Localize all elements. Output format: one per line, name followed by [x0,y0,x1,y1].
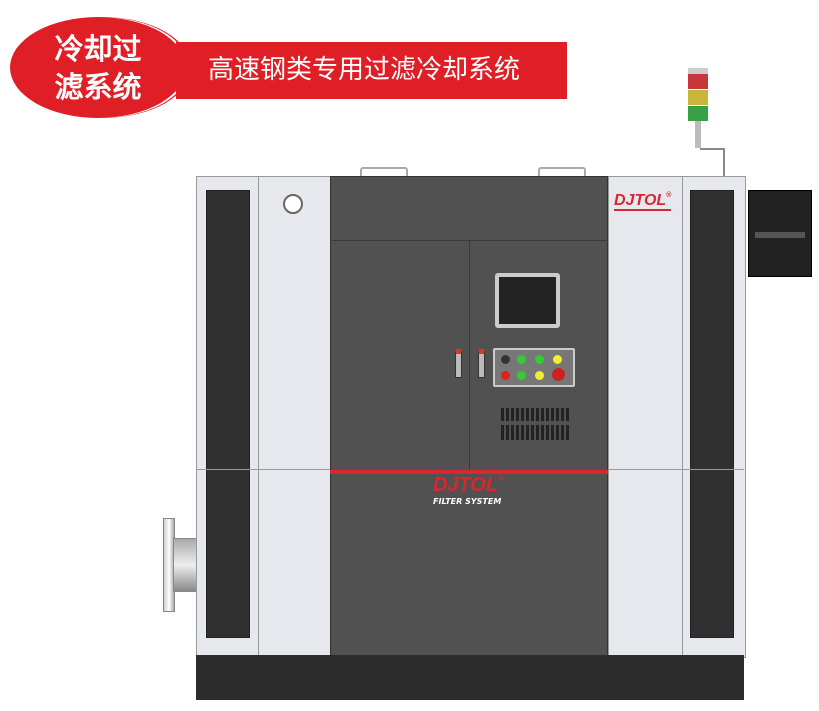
door-latch [478,349,485,378]
brand-text: DJTOL [614,192,667,209]
registered-mark: ® [666,192,672,199]
pressure-gauge-icon [283,194,303,214]
right-panel [608,176,684,658]
category-badge: 冷却过 滤系统 [10,17,186,118]
front-logo: DJTOL® [433,474,505,496]
touch-screen [495,273,560,328]
button-panel [493,348,575,387]
side-logo: DJTOL® [614,192,672,211]
front-subtitle: FILTER SYSTEM [433,497,502,506]
banner-title: 高速钢类专用过滤冷却系统 [208,55,521,85]
badge-line-1: 冷却过 [54,31,142,66]
machine-base [196,655,744,700]
brand-text: DJTOL [433,474,499,496]
door-latch [455,349,462,378]
red-stripe [330,470,608,474]
title-banner: 高速钢类专用过滤冷却系统 [176,42,567,99]
signal-tower [688,68,708,148]
registered-mark: ® [498,474,505,483]
lift-handle [360,167,408,179]
badge-line-2: 滤系统 [54,69,142,104]
gauge-panel [258,176,332,658]
lift-handle [538,167,586,179]
